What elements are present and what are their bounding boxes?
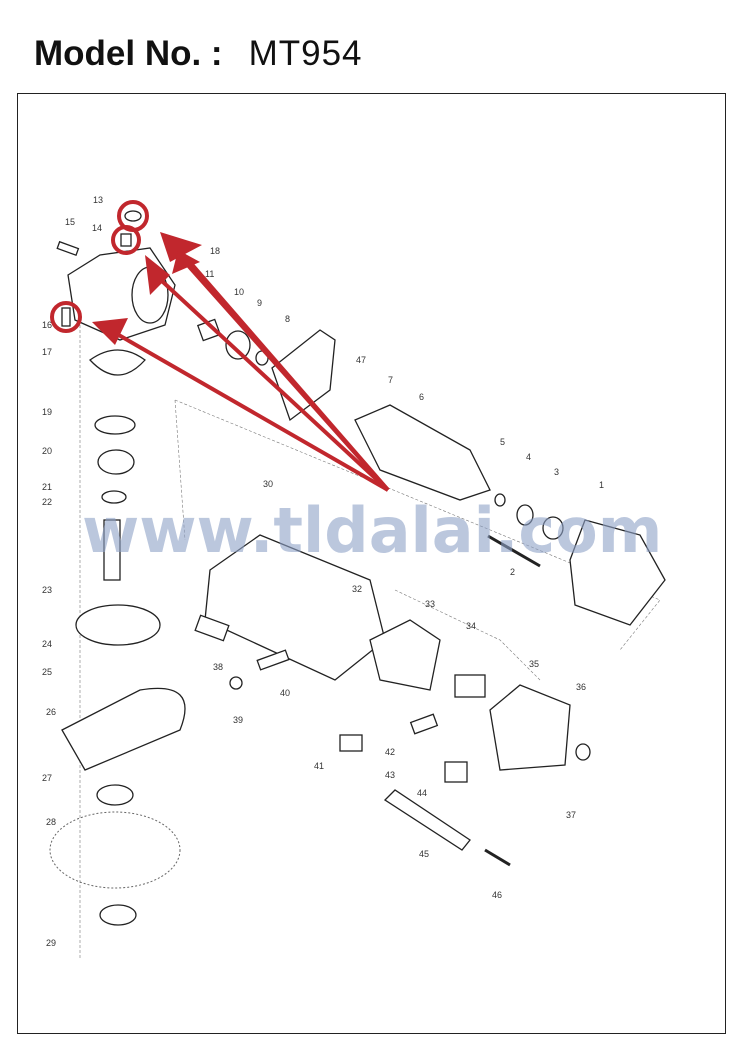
- part-label-8: 8: [285, 314, 290, 324]
- part-13: [124, 210, 142, 222]
- part-33: [369, 619, 441, 691]
- arrow-head-icon: [145, 255, 170, 295]
- part-label-11: 11: [205, 269, 214, 279]
- part-label-24: 24: [42, 639, 52, 649]
- part-label-41: 41: [314, 761, 324, 771]
- plate-8: [271, 329, 336, 422]
- part-label-19: 19: [42, 407, 52, 417]
- model-number: MT954: [248, 34, 363, 73]
- part-label-37: 37: [566, 810, 576, 820]
- part-label-23: 23: [42, 585, 52, 595]
- part-label-27: 27: [42, 773, 52, 783]
- part-label-30: 30: [263, 479, 273, 489]
- arrow-head-icon: [172, 250, 200, 274]
- part-label-15: 15: [65, 217, 75, 227]
- part-label-3: 3: [554, 467, 559, 477]
- part-label-18: 18: [210, 246, 220, 256]
- part-label-40: 40: [280, 688, 290, 698]
- part-label-47: 47: [356, 355, 366, 365]
- switch-34: [454, 674, 486, 698]
- part-label-43: 43: [385, 770, 395, 780]
- part-label-13: 13: [93, 195, 103, 205]
- part-label-17: 17: [42, 347, 52, 357]
- wheel-guard-27: [61, 687, 186, 771]
- cord-guard-45: [383, 789, 471, 851]
- armature-6: [354, 404, 491, 501]
- arrow-heads: [92, 232, 202, 345]
- part-label-38: 38: [213, 662, 223, 672]
- field-1: [569, 519, 666, 626]
- part-label-9: 9: [257, 298, 262, 308]
- arrow-head-icon: [160, 232, 202, 262]
- part-label-20: 20: [42, 446, 52, 456]
- part-label-44: 44: [417, 788, 427, 798]
- part-label-34: 34: [466, 621, 476, 631]
- part-label-5: 5: [500, 437, 505, 447]
- part-label-22: 22: [42, 497, 52, 507]
- rear-cover-35: [489, 684, 571, 771]
- part-label-32: 32: [352, 584, 362, 594]
- highlight-circle-14: [111, 225, 141, 255]
- part-label-1: 1: [599, 480, 604, 490]
- diagram-frame: [17, 93, 726, 1034]
- spindle-23: [103, 519, 121, 581]
- part-label-28: 28: [46, 817, 56, 827]
- highlight-annotations: [50, 200, 390, 492]
- highlight-circle-16: [50, 301, 82, 333]
- part-label-14: 14: [92, 223, 102, 233]
- part-label-7: 7: [388, 375, 393, 385]
- part-label-35: 35: [529, 659, 539, 669]
- part-label-29: 29: [46, 938, 56, 948]
- part-label-6: 6: [419, 392, 424, 402]
- part-14: [120, 233, 132, 247]
- model-title: Model No. : MT954: [34, 34, 363, 74]
- part-label-26: 26: [46, 707, 56, 717]
- model-label: Model No. :: [34, 34, 223, 73]
- screw-15: [56, 240, 80, 257]
- part-number-labels: 1314151617181110984776543123032192021222…: [42, 195, 604, 948]
- part-label-4: 4: [526, 452, 531, 462]
- gear-19: [89, 349, 146, 376]
- part-label-10: 10: [234, 287, 244, 297]
- arrow-line: [183, 260, 390, 492]
- part-label-36: 36: [576, 682, 586, 692]
- part-label-16: 16: [42, 320, 52, 330]
- arrow-line: [109, 328, 389, 492]
- part-label-46: 46: [492, 890, 502, 900]
- part-label-45: 45: [419, 849, 429, 859]
- arrow-line: [148, 268, 390, 492]
- part-label-42: 42: [385, 747, 395, 757]
- part-label-21: 21: [42, 482, 52, 492]
- part-label-2: 2: [510, 567, 515, 577]
- part-label-25: 25: [42, 667, 52, 677]
- part-label-39: 39: [233, 715, 243, 725]
- bearing-box-24: [75, 604, 161, 646]
- arrow-head-icon: [92, 318, 128, 345]
- part-16: [61, 307, 71, 327]
- watermark: www.tldalai.com: [82, 494, 662, 567]
- part-label-33: 33: [425, 599, 435, 609]
